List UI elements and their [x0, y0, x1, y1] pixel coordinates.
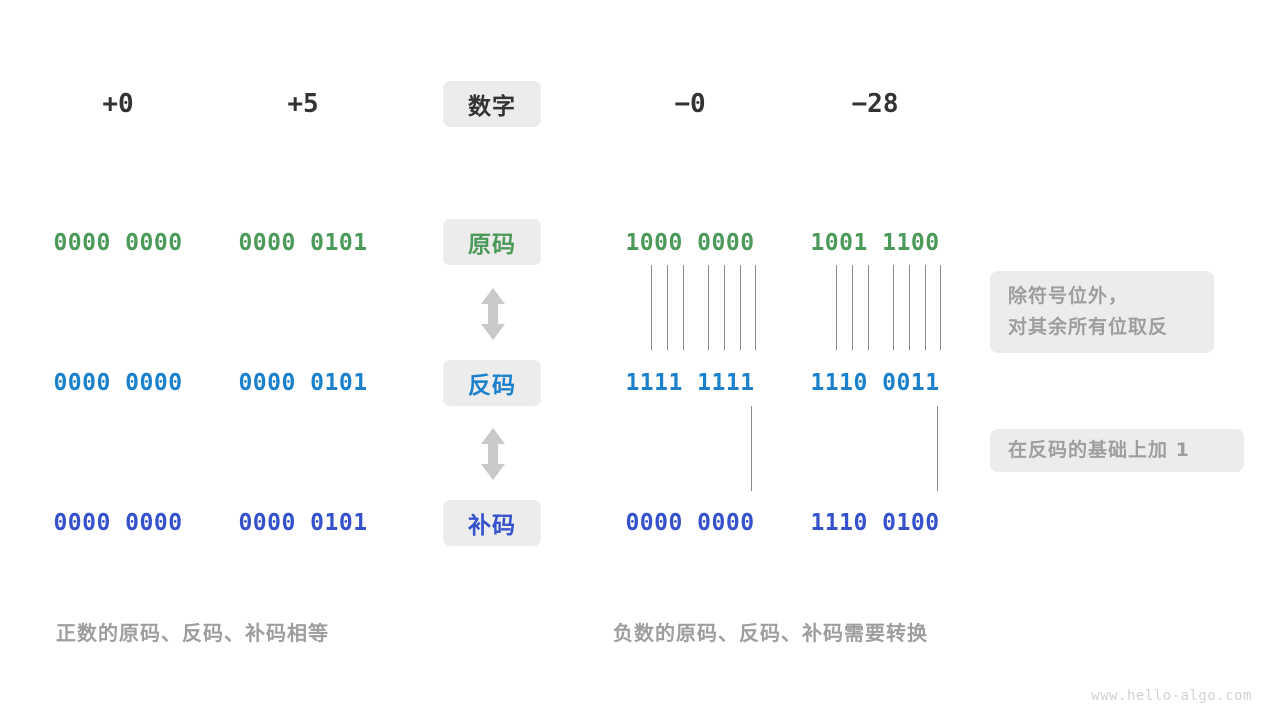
lsb-connector-neg28 — [937, 406, 938, 491]
bit-connector-neg28-5 — [893, 265, 894, 350]
binary-fanma-pos-zero: 0000 0000 — [53, 370, 183, 396]
binary-fanma-pos-five: 0000 0101 — [238, 370, 368, 396]
note-invert-line-2: 对其余所有位取反 — [1008, 316, 1169, 338]
caption-positive: 正数的原码、反码、补码相等 — [56, 621, 329, 645]
binary-buma-pos-zero: 0000 0000 — [53, 510, 183, 536]
double-arrow-fanma-buma-icon — [478, 428, 508, 480]
bit-connector-neg-zero-6 — [724, 265, 725, 350]
row-label-fanma: 反码 — [443, 360, 541, 406]
binary-fanma-neg-28: 1110 0011 — [810, 370, 940, 396]
bit-connector-neg28-2 — [836, 265, 837, 350]
note-invert-bits: 除符号位外， 对其余所有位取反 — [990, 271, 1214, 353]
bit-connector-neg-zero-8 — [755, 265, 756, 350]
row-label-number: 数字 — [443, 81, 541, 127]
caption-negative: 负数的原码、反码、补码需要转换 — [613, 621, 928, 645]
column-header-neg-zero: −0 — [674, 89, 706, 119]
column-header-pos-five: +5 — [287, 89, 319, 119]
lsb-connector-neg-zero — [751, 406, 752, 491]
bit-connector-neg28-8 — [940, 265, 941, 350]
column-header-neg-28: −28 — [851, 89, 899, 119]
note-plus-one-text: 在反码的基础上加 1 — [1008, 439, 1190, 461]
binary-buma-neg-zero: 0000 0000 — [625, 510, 755, 536]
binary-yuanma-pos-zero: 0000 0000 — [53, 230, 183, 256]
bit-connector-neg-zero-2 — [651, 265, 652, 350]
double-arrow-yuanma-fanma-icon — [478, 288, 508, 340]
binary-yuanma-pos-five: 0000 0101 — [238, 230, 368, 256]
bit-connector-neg28-7 — [925, 265, 926, 350]
row-label-yuanma: 原码 — [443, 219, 541, 265]
note-invert-line-1: 除符号位外， — [1008, 285, 1129, 307]
binary-yuanma-neg-zero: 1000 0000 — [625, 230, 755, 256]
bit-connector-neg-zero-4 — [683, 265, 684, 350]
binary-yuanma-neg-28: 1001 1100 — [810, 230, 940, 256]
bit-connector-neg-zero-3 — [667, 265, 668, 350]
bit-connector-neg28-6 — [909, 265, 910, 350]
binary-fanma-neg-zero: 1111 1111 — [625, 370, 755, 396]
bit-connector-neg28-3 — [852, 265, 853, 350]
column-header-pos-zero: +0 — [102, 89, 134, 119]
binary-buma-neg-28: 1110 0100 — [810, 510, 940, 536]
bit-connector-neg-zero-7 — [740, 265, 741, 350]
note-plus-one: 在反码的基础上加 1 — [990, 429, 1244, 472]
watermark: www.hello-algo.com — [1091, 688, 1252, 704]
row-label-buma: 补码 — [443, 500, 541, 546]
bit-connector-neg28-4 — [868, 265, 869, 350]
binary-buma-pos-five: 0000 0101 — [238, 510, 368, 536]
bit-connector-neg-zero-5 — [708, 265, 709, 350]
